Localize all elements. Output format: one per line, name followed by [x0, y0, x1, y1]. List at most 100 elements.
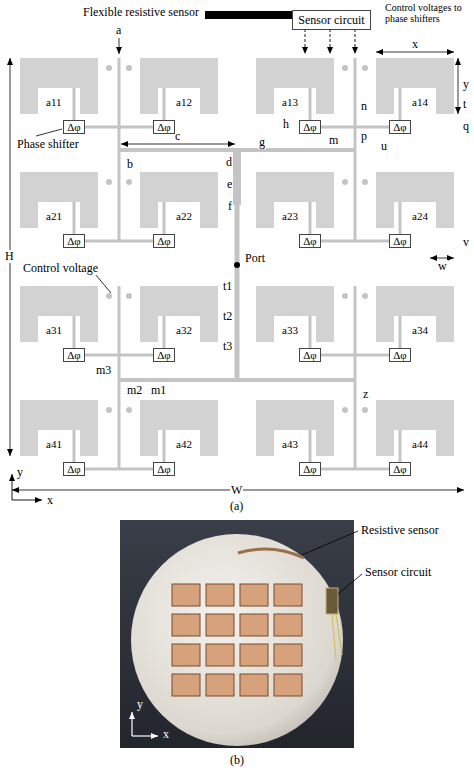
element-label: a42 — [175, 438, 193, 451]
phase-shifter-box: Δφ — [389, 462, 411, 476]
photo — [120, 520, 362, 748]
patch-antenna — [256, 172, 334, 228]
patch-antenna — [140, 400, 218, 456]
photo-patch — [172, 614, 200, 636]
label: x — [162, 728, 170, 741]
label: t3 — [222, 340, 233, 353]
control-arrow — [355, 29, 356, 54]
box-text: Δφ — [157, 349, 170, 361]
photo-patch — [240, 644, 268, 666]
box-text: Δφ — [393, 121, 406, 133]
photo-patch — [240, 614, 268, 636]
label: H — [4, 250, 15, 263]
sensor-circuit-box: Sensor circuit — [292, 10, 371, 30]
control-pad — [342, 65, 348, 71]
label: Phase shifter — [16, 138, 80, 151]
photo-patch — [274, 674, 302, 696]
photo-patch — [240, 674, 268, 696]
element-label: a12 — [175, 96, 193, 109]
control-pad — [126, 179, 132, 185]
photo-background — [120, 520, 354, 748]
label: y — [462, 78, 470, 91]
element-label: a41 — [45, 438, 63, 451]
box-text: Δφ — [157, 235, 170, 247]
phase-shifter-box: Δφ — [299, 462, 321, 476]
leader-line — [338, 574, 362, 594]
label: p — [360, 130, 368, 143]
element-label: a11 — [45, 96, 62, 109]
leader-line — [238, 264, 240, 265]
label: x — [411, 38, 419, 51]
phase-shifter-box: Δφ — [389, 120, 411, 134]
photo-patch — [206, 644, 234, 666]
label: b — [126, 158, 134, 171]
dimension-x — [376, 52, 454, 53]
element-label: a44 — [411, 438, 429, 451]
box-text: Δφ — [303, 121, 316, 133]
flexible-sensor-bar — [205, 11, 292, 19]
patch-antenna — [140, 286, 218, 342]
label: y — [136, 698, 144, 711]
label: q — [462, 120, 470, 133]
phase-shifter-box: Δφ — [153, 462, 175, 476]
photo-patch — [206, 584, 234, 606]
element-label: a13 — [281, 96, 299, 109]
photo-patch — [206, 674, 234, 696]
box-text: Δφ — [303, 463, 316, 475]
phase-shifter-box: Δφ — [63, 462, 85, 476]
control-pad — [106, 65, 112, 71]
patch-grid — [172, 584, 302, 696]
control-pad — [362, 179, 368, 185]
patch-antenna — [376, 172, 454, 228]
control-pad — [342, 179, 348, 185]
port-dot — [234, 262, 240, 268]
label: Flexible resistive sensor — [82, 6, 200, 19]
label: t2 — [222, 310, 233, 323]
box-text: Δφ — [303, 235, 316, 247]
phase-shifter-box: Δφ — [63, 234, 85, 248]
patch-antenna — [376, 286, 454, 342]
wires — [332, 614, 342, 660]
control-pad — [362, 293, 368, 299]
resistive-sensor — [238, 549, 304, 558]
control-pad — [126, 293, 132, 299]
element-label: a22 — [175, 210, 193, 223]
label: Control voltages to phase shifters — [384, 2, 472, 24]
box-text: Δφ — [67, 121, 80, 133]
patch-antenna — [376, 400, 454, 456]
label: t — [462, 98, 467, 111]
label: t1 — [222, 280, 233, 293]
patch-antenna — [20, 172, 98, 228]
phase-shifter-box: Δφ — [153, 120, 175, 134]
caption: (b) — [229, 754, 245, 767]
control-pad — [106, 407, 112, 413]
photo-patch — [172, 644, 200, 666]
label: m2 — [126, 384, 143, 397]
feed-trunk — [118, 286, 121, 469]
box-text: Δφ — [393, 463, 406, 475]
axis-y — [131, 712, 132, 736]
label: d — [225, 156, 233, 169]
photo-patch — [274, 644, 302, 666]
element-label: a31 — [45, 324, 63, 337]
sphere — [131, 534, 343, 746]
control-arrow — [330, 29, 331, 54]
dimension-w — [430, 258, 454, 259]
box-text: Δφ — [67, 349, 80, 361]
box-text: Δφ — [67, 235, 80, 247]
phase-shifter-box: Δφ — [153, 234, 175, 248]
patch-antenna — [20, 400, 98, 456]
phase-shifter-box: Δφ — [299, 348, 321, 362]
photo-patch — [206, 614, 234, 636]
dimension-c — [121, 144, 235, 145]
patch-antenna — [376, 58, 454, 114]
control-pad — [342, 293, 348, 299]
phase-shifter-box: Δφ — [299, 120, 321, 134]
element-label: a21 — [45, 210, 63, 223]
control-pad — [362, 407, 368, 413]
element-label: a33 — [281, 324, 299, 337]
photo-patch — [274, 584, 302, 606]
element-label: a43 — [281, 438, 299, 451]
feed-network — [20, 58, 454, 469]
